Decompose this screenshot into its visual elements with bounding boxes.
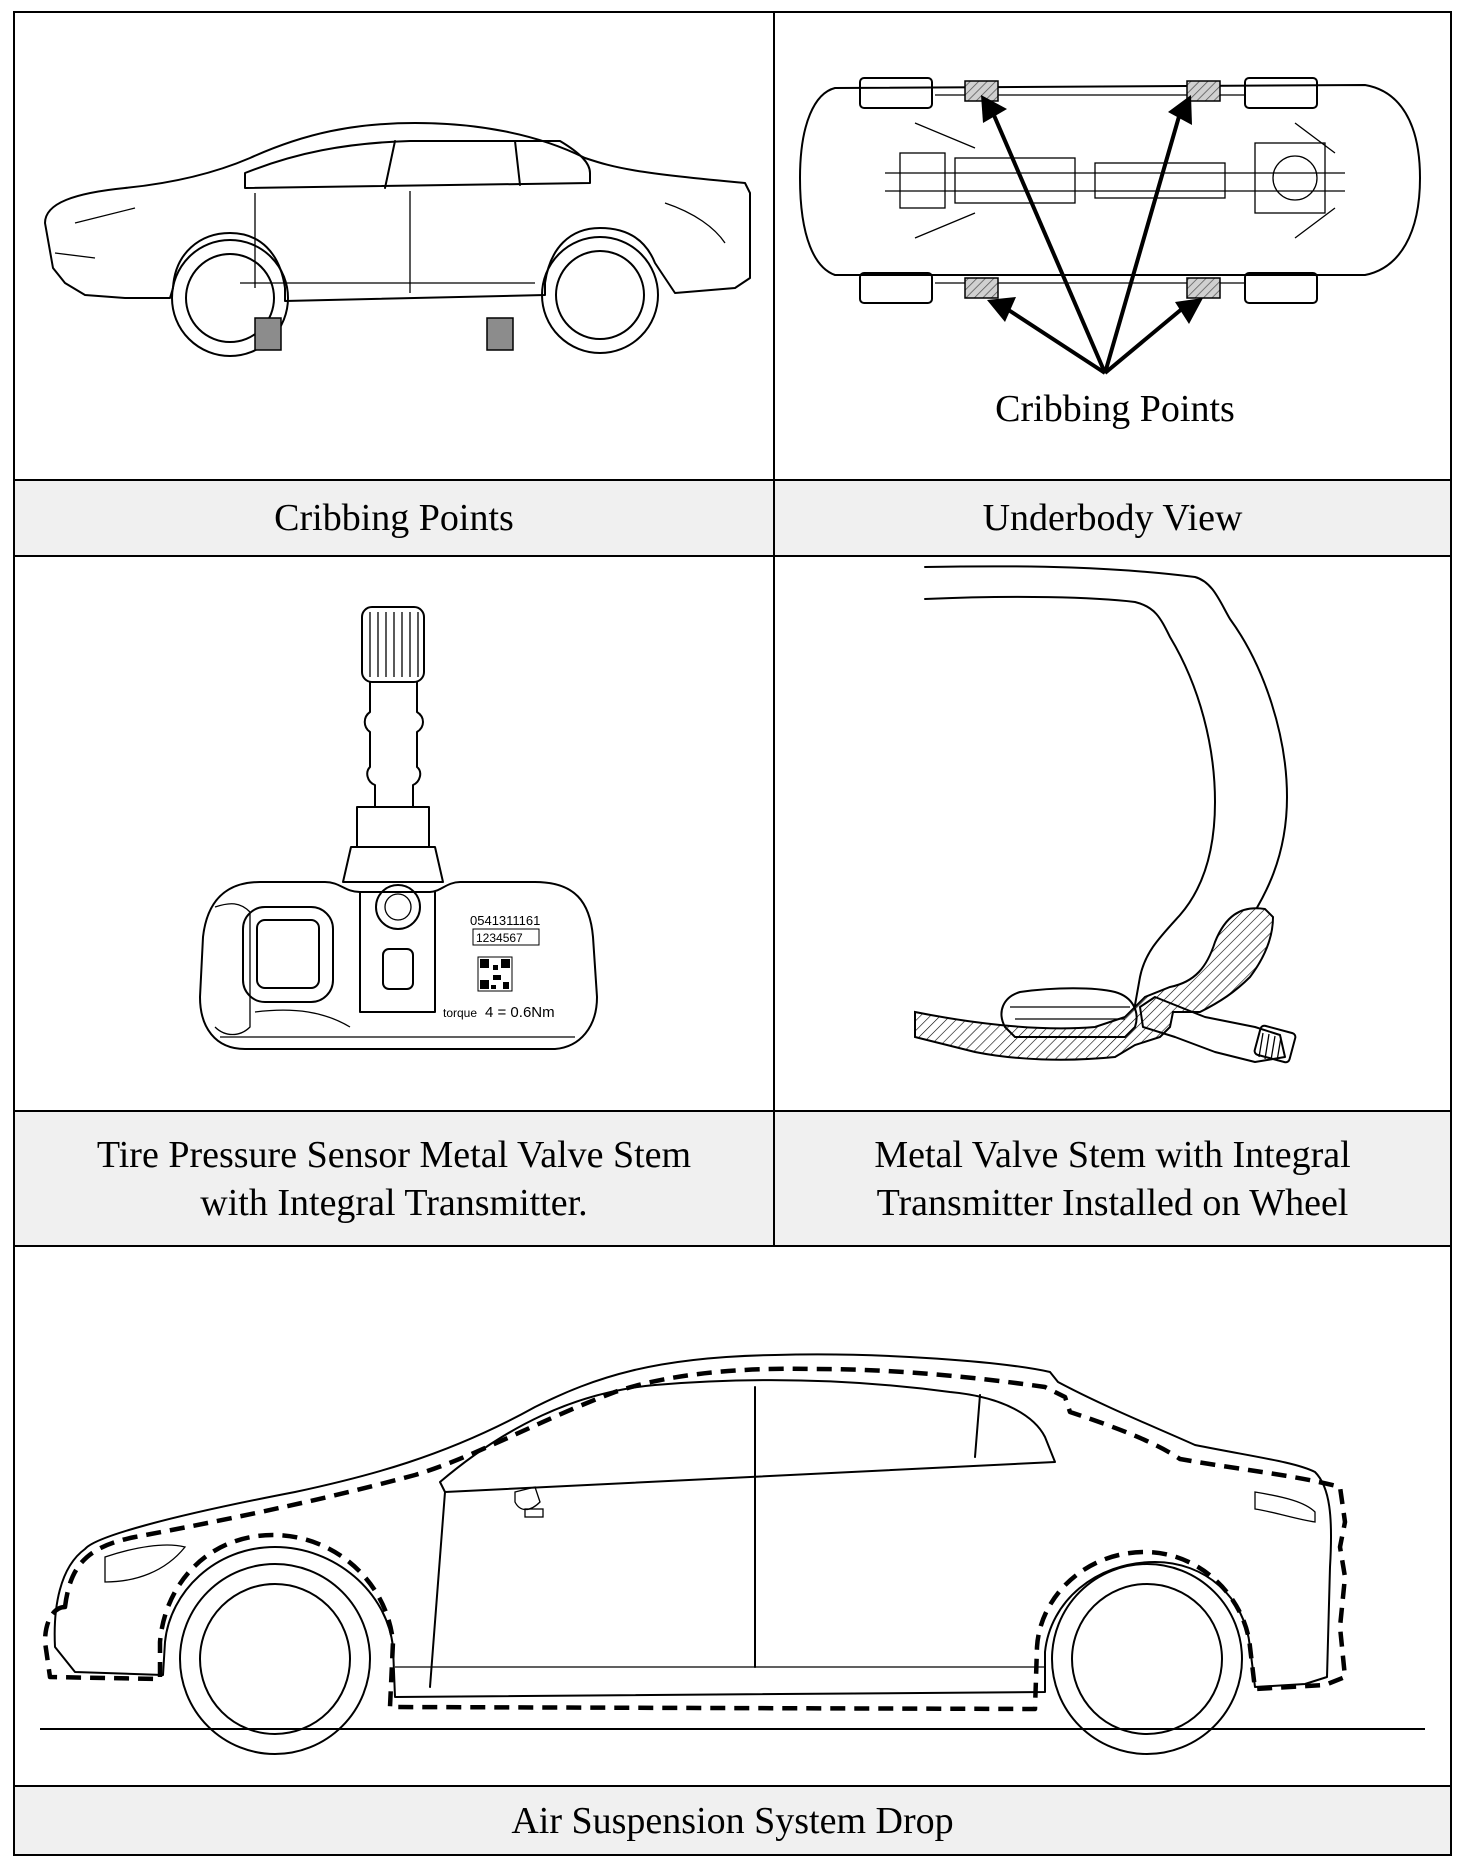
grid-divider xyxy=(13,1110,1452,1112)
wheel-section-drawing xyxy=(914,565,1297,1064)
grid-divider xyxy=(13,1245,1452,1247)
grid-divider xyxy=(13,479,1452,481)
caption-text: Underbody View xyxy=(982,497,1243,539)
grid-divider xyxy=(13,555,1452,557)
crib-point-rear-right xyxy=(1186,277,1221,299)
caption-text: Cribbing Points xyxy=(274,497,514,539)
valve-stem-on-wheel-illustration xyxy=(775,557,1450,1110)
grid-divider xyxy=(13,1785,1452,1787)
caption-line-1: Tire Pressure Sensor Metal Valve Stem xyxy=(96,1133,692,1176)
grid-divider-vertical xyxy=(773,13,775,1245)
torque-value: 4 = 0.6Nm xyxy=(485,1004,555,1021)
caption-cribbing-points: Cribbing Points xyxy=(15,481,773,555)
torque-label: torque xyxy=(443,1006,477,1020)
caption-line-1: Metal Valve Stem with Integral xyxy=(874,1133,1351,1176)
caption-valve-stem-installed: Metal Valve Stem with Integral Transmitt… xyxy=(775,1112,1450,1245)
underbody-drawing: Cribbing Points xyxy=(799,77,1421,430)
crib-point-front-right xyxy=(964,277,999,299)
caption-text: Air Suspension System Drop xyxy=(511,1799,954,1842)
crib-point-rear-left xyxy=(1186,80,1221,102)
caption-line-2: Transmitter Installed on Wheel xyxy=(876,1181,1349,1224)
sensor-serial-number: 1234567 xyxy=(476,931,523,945)
sensor-drawing: 0541311161 1234567 torque 4 = 0.6Nm xyxy=(199,606,598,1050)
cribbing-points-callout: Cribbing Points xyxy=(995,388,1235,430)
sensor-part-number: 0541311161 xyxy=(470,913,540,928)
caption-underbody-view: Underbody View xyxy=(775,481,1450,555)
figure-sheet xyxy=(13,11,1452,1856)
cribbing-points-illustration xyxy=(15,13,773,479)
sedan-side-view-drawing xyxy=(44,122,751,357)
tire-pressure-sensor-illustration: 0541311161 1234567 torque 4 = 0.6Nm xyxy=(15,557,773,1110)
caption-tire-pressure-sensor: Tire Pressure Sensor Metal Valve Stem wi… xyxy=(15,1112,773,1245)
sedan-suspension-drawing xyxy=(40,1353,1425,1755)
caption-line-2: with Integral Transmitter. xyxy=(200,1181,588,1224)
air-suspension-illustration xyxy=(15,1247,1450,1785)
caption-air-suspension-drop: Air Suspension System Drop xyxy=(15,1787,1450,1854)
qr-code xyxy=(477,956,513,992)
underbody-view-illustration: Cribbing Points xyxy=(775,13,1450,479)
lowered-body-outline xyxy=(42,1366,1348,1712)
cribbing-block-rear xyxy=(486,317,514,351)
cribbing-block-front xyxy=(254,317,282,351)
